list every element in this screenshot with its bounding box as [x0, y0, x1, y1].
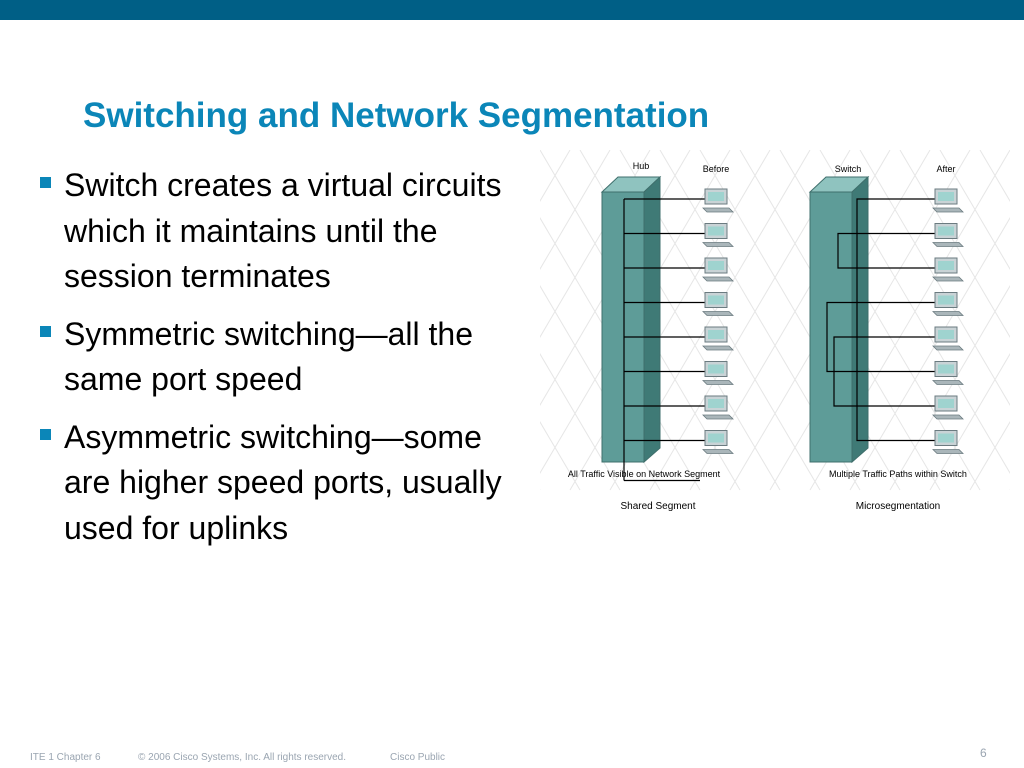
- computer-icon: [932, 361, 964, 385]
- bullet-square-icon: [40, 177, 51, 188]
- bullet-item: Asymmetric switching—some are higher spe…: [40, 415, 530, 552]
- computer-icon: [932, 292, 964, 316]
- computer-icon: [702, 361, 734, 385]
- hub-label: Hub: [633, 161, 650, 171]
- computer-icon: [932, 223, 964, 247]
- computer-icon: [702, 257, 734, 282]
- computer-icon: [932, 395, 964, 420]
- computer-icon: [932, 188, 964, 213]
- switch-label: Switch: [835, 164, 862, 174]
- switch-traffic-paths: [826, 198, 935, 442]
- bullet-item: Switch creates a virtual circuits which …: [40, 163, 530, 300]
- computer-icon: [702, 326, 734, 351]
- after-label: After: [936, 164, 955, 174]
- computer-icon: [932, 430, 964, 454]
- computer-icon: [702, 292, 734, 316]
- switch-caption: Multiple Traffic Paths within Switch: [829, 469, 967, 479]
- bullet-text: Switch creates a virtual circuits which …: [64, 167, 502, 294]
- before-label: Before: [703, 164, 730, 174]
- footer-course: ITE 1 Chapter 6: [30, 752, 101, 763]
- hub-device: [600, 175, 662, 464]
- hub-caption: All Traffic Visible on Network Segment: [568, 469, 721, 479]
- footer-copyright: © 2006 Cisco Systems, Inc. All rights re…: [138, 752, 347, 763]
- computer-icon: [932, 326, 964, 351]
- bullet-text: Asymmetric switching—some are higher spe…: [64, 418, 502, 546]
- hub-shared-bus: [623, 198, 705, 482]
- bullet-list: Switch creates a virtual circuits which …: [40, 163, 530, 563]
- slide-title: Switching and Network Segmentation: [83, 96, 710, 135]
- bullet-square-icon: [40, 325, 51, 337]
- after-computers: [932, 188, 964, 454]
- bullet-item: Symmetric switching—all the same port sp…: [40, 312, 530, 403]
- shared-segment-label: Shared Segment: [620, 501, 695, 512]
- computer-icon: [702, 188, 734, 213]
- footer-classification: Cisco Public: [390, 752, 446, 763]
- switch-device: [808, 175, 870, 464]
- computer-icon: [702, 395, 734, 420]
- bullet-square-icon: [40, 428, 51, 440]
- diagram-canvas: Hub Before Switch After All Traffic Visi…: [540, 150, 1010, 512]
- top-banner: [0, 0, 1024, 20]
- segmentation-diagram: Hub Before Switch After All Traffic Visi…: [540, 150, 1010, 530]
- bullet-text: Symmetric switching—all the same port sp…: [64, 315, 473, 398]
- page-number: 6: [980, 746, 987, 760]
- microsegmentation-label: Microsegmentation: [856, 501, 940, 512]
- before-computers: [702, 188, 734, 454]
- computer-icon: [702, 430, 734, 454]
- computer-icon: [932, 257, 964, 282]
- computer-icon: [702, 223, 734, 247]
